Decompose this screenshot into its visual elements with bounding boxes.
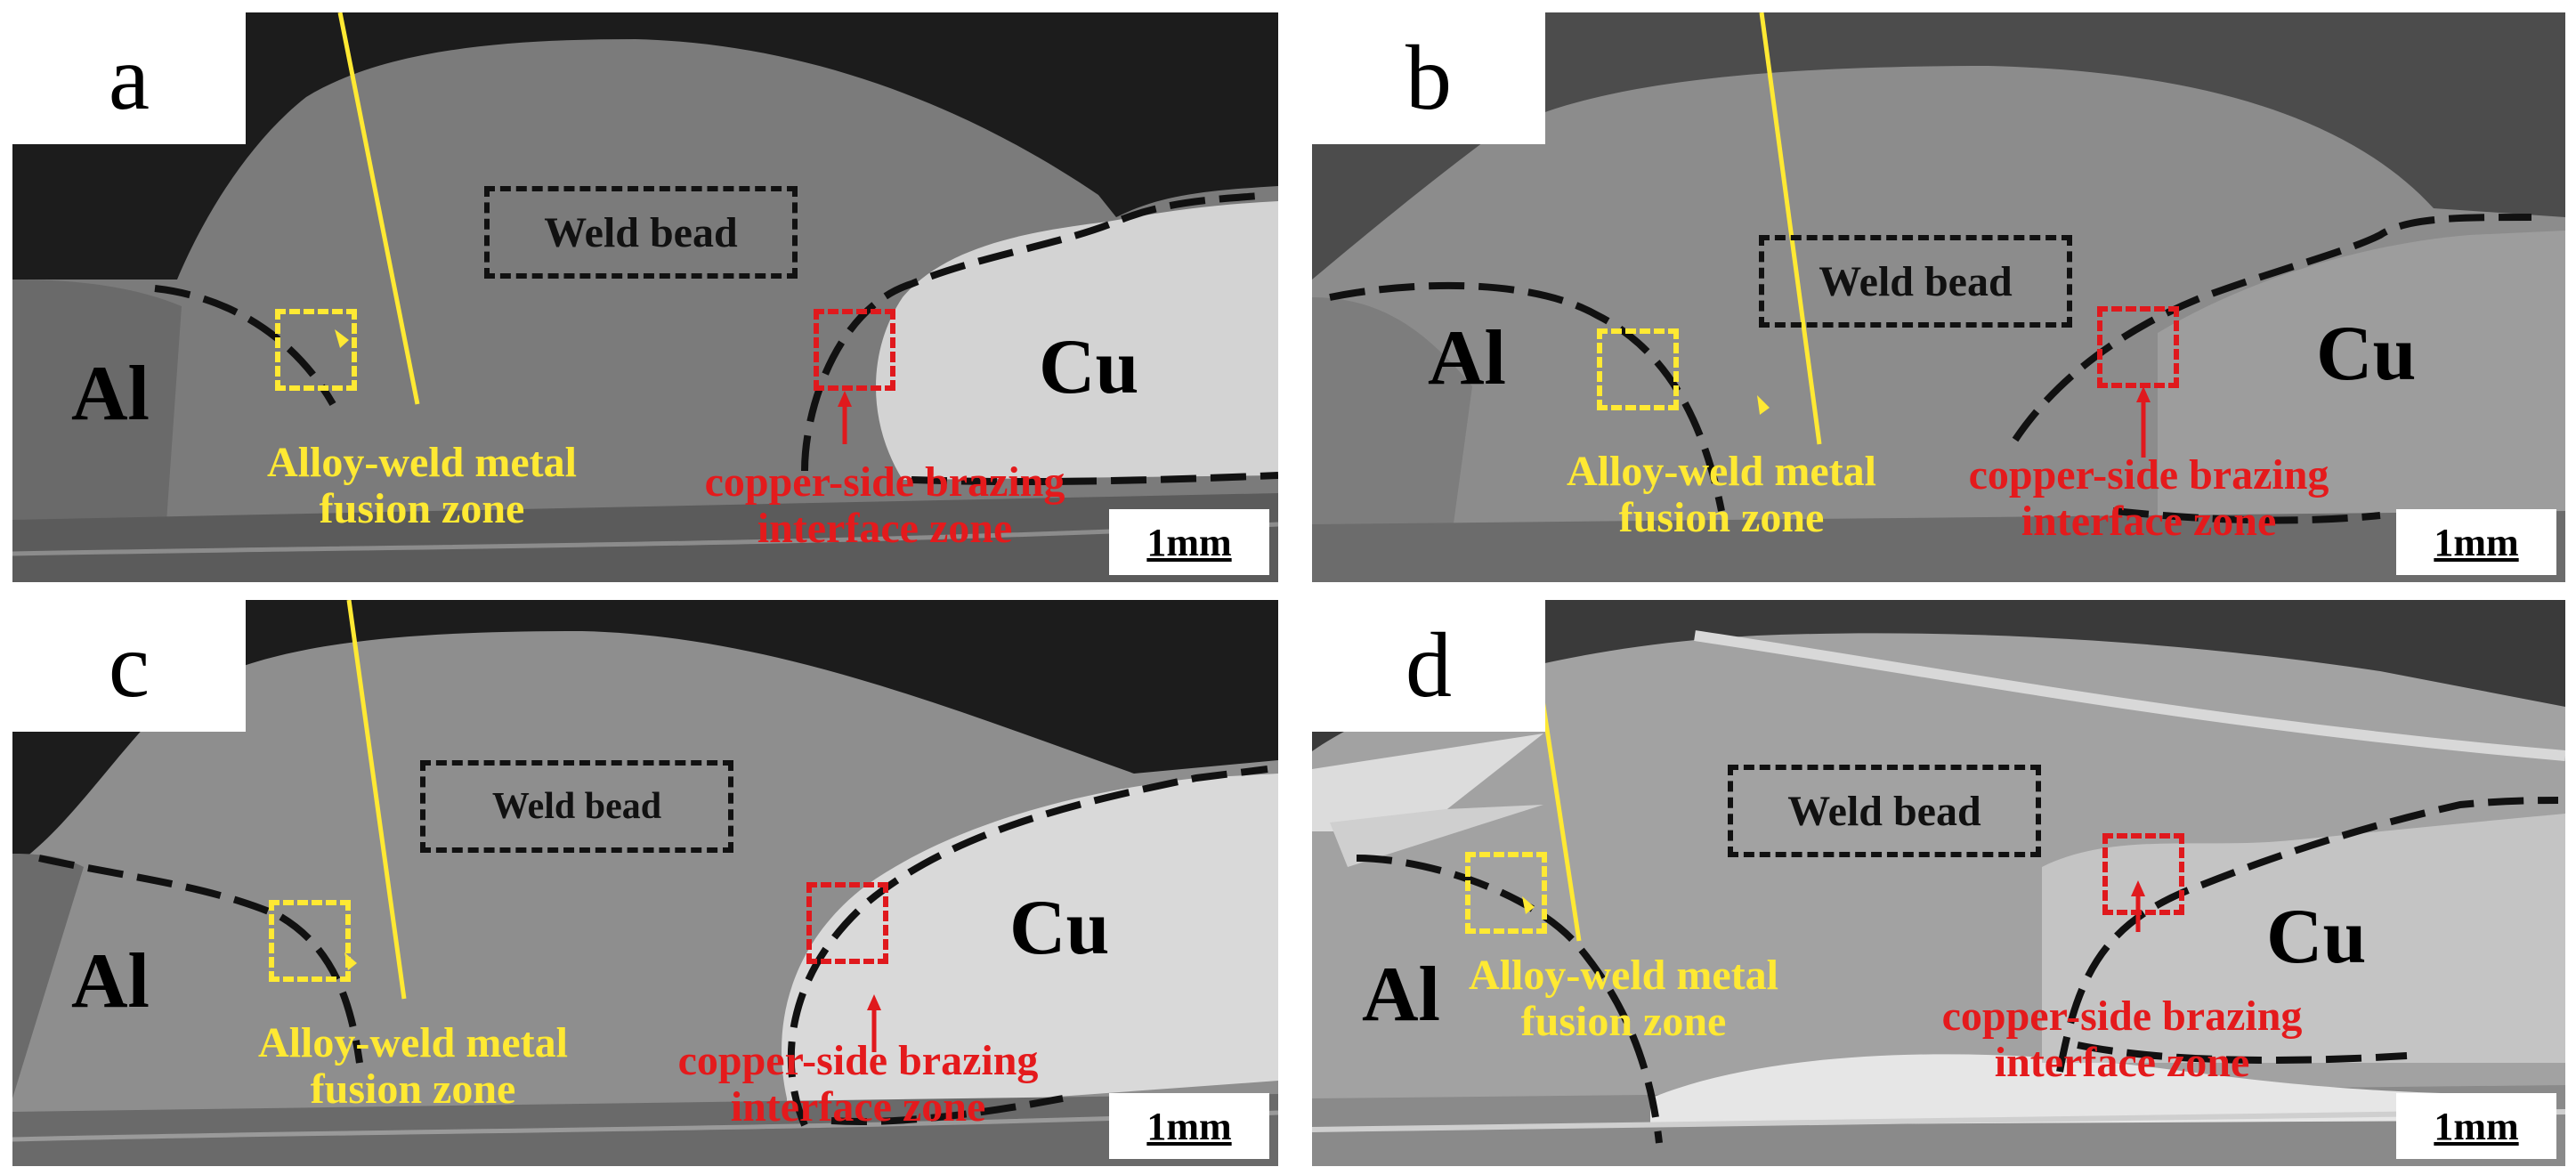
fusion-zone-box-d (1465, 852, 1547, 934)
micrograph-image-a (12, 12, 1278, 582)
micrograph-panel-d: d Weld bead Al Cu Alloy-weld metal fusio… (1312, 600, 2565, 1166)
micrograph-panel-a: a Weld bead Al Cu Alloy-weld metal fusio… (12, 12, 1278, 582)
cu-label-a: Cu (1039, 324, 1139, 410)
micrograph-panel-c: c Weld bead Al Cu Alloy-weld metal fusio… (12, 600, 1278, 1166)
fusion-zone-line1: Alloy-weld metal (258, 1019, 568, 1066)
panel-label-c: c (12, 600, 246, 732)
fusion-zone-box-c (269, 900, 351, 982)
brazing-zone-label-d: copper-side brazing interface zone (1855, 993, 2389, 1086)
brazing-zone-box-d (2102, 833, 2184, 915)
cu-label-c: Cu (1009, 885, 1110, 971)
brazing-zone-label-b: copper-side brazing interface zone (1882, 452, 2416, 545)
brazing-zone-box-b (2097, 306, 2179, 388)
brazing-zone-line1: copper-side brazing (704, 458, 1065, 506)
brazing-zone-label-a: copper-side brazing interface zone (618, 459, 1152, 552)
fusion-zone-box-a (275, 309, 357, 391)
brazing-zone-line1: copper-side brazing (1968, 451, 2329, 498)
scale-bar-b: 1mm (2396, 509, 2556, 575)
brazing-zone-label-c: copper-side brazing interface zone (591, 1038, 1125, 1130)
fusion-zone-line1: Alloy-weld metal (1567, 448, 1876, 495)
fusion-zone-label-a: Alloy-weld metal fusion zone (155, 440, 689, 532)
weld-bead-label-d: Weld bead (1728, 765, 2041, 857)
micrograph-panel-b: b Weld bead Al Cu Alloy-weld metal fusio… (1312, 12, 2565, 582)
al-label-b: Al (1428, 315, 1506, 401)
fusion-zone-line2: fusion zone (319, 484, 525, 532)
weld-bead-label-b: Weld bead (1759, 235, 2072, 328)
fusion-zone-line1: Alloy-weld metal (267, 439, 577, 486)
panel-label-b: b (1312, 12, 1545, 144)
cu-label-d: Cu (2266, 894, 2367, 980)
weld-bead-label-c: Weld bead (420, 760, 733, 853)
brazing-zone-line1: copper-side brazing (677, 1037, 1039, 1084)
fusion-zone-label-b: Alloy-weld metal fusion zone (1454, 449, 1989, 541)
brazing-zone-line2: interface zone (757, 504, 1013, 552)
weld-bead-label-a: Weld bead (484, 186, 798, 279)
brazing-zone-line2: interface zone (2021, 497, 2277, 545)
brazing-zone-box-c (806, 882, 888, 964)
brazing-zone-line2: interface zone (1994, 1038, 2250, 1086)
fusion-zone-label-c: Alloy-weld metal fusion zone (146, 1020, 680, 1113)
brazing-zone-box-a (814, 309, 895, 391)
fusion-zone-box-b (1597, 328, 1679, 410)
fusion-zone-label-d: Alloy-weld metal fusion zone (1357, 952, 1891, 1045)
scale-bar-c: 1mm (1109, 1093, 1269, 1159)
fusion-zone-line1: Alloy-weld metal (1469, 952, 1778, 999)
brazing-zone-line1: copper-side brazing (1941, 993, 2303, 1040)
al-label-a: Al (71, 351, 150, 437)
fusion-zone-line2: fusion zone (1618, 493, 1825, 541)
fusion-zone-line2: fusion zone (310, 1065, 516, 1113)
al-label-c: Al (71, 938, 150, 1025)
cu-label-b: Cu (2316, 311, 2417, 397)
scale-bar-a: 1mm (1109, 509, 1269, 575)
micrograph-image-b (1312, 12, 2565, 582)
panel-label-d: d (1312, 600, 1545, 732)
scale-bar-d: 1mm (2396, 1093, 2556, 1159)
panel-label-a: a (12, 12, 246, 144)
fusion-zone-line2: fusion zone (1520, 997, 1727, 1045)
al-label-d: Al (1362, 952, 1440, 1038)
brazing-zone-line2: interface zone (730, 1082, 986, 1130)
